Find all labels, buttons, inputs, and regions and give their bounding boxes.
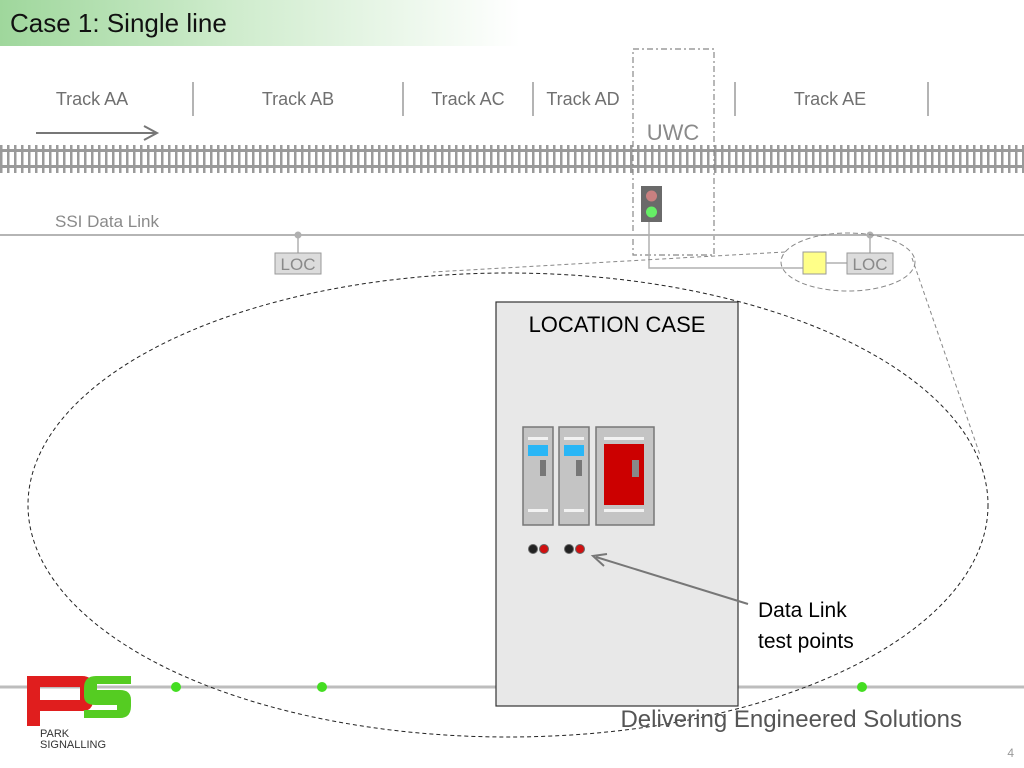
location-case-title: LOCATION CASE bbox=[529, 312, 706, 337]
test-points-label-line1: Data Link bbox=[758, 599, 847, 622]
track-label-ad: Track AD bbox=[546, 89, 619, 109]
direction-arrow-icon bbox=[36, 125, 160, 141]
test-points-label-line2: test points bbox=[758, 630, 854, 653]
module-3 bbox=[595, 426, 655, 526]
callout-arrow-icon bbox=[590, 553, 749, 605]
green-dot bbox=[171, 682, 181, 692]
title-bar bbox=[0, 0, 520, 46]
logo-line1: PARK bbox=[40, 728, 70, 740]
loc-left-label: LOC bbox=[281, 255, 316, 274]
module-2 bbox=[558, 426, 590, 526]
green-dot bbox=[317, 682, 327, 692]
signal-icon bbox=[641, 186, 662, 222]
railway-track bbox=[0, 145, 1024, 173]
track-label-ab: Track AB bbox=[262, 89, 334, 109]
uwc-label: UWC bbox=[647, 120, 700, 145]
module-1 bbox=[522, 426, 554, 526]
logo-line2: SIGNALLING bbox=[40, 739, 106, 751]
track-label-ac: Track AC bbox=[431, 89, 504, 109]
footer-tagline: Delivering Engineered Solutions bbox=[620, 706, 962, 733]
test-points-icon bbox=[528, 544, 585, 554]
ssi-data-link-label: SSI Data Link bbox=[55, 212, 159, 231]
loc-left-box bbox=[274, 252, 322, 275]
zoom-guide-right bbox=[911, 257, 981, 456]
zoom-source-ellipse bbox=[780, 232, 916, 292]
track-separators bbox=[192, 82, 929, 116]
page-number: 4 bbox=[1007, 746, 1014, 760]
signal-cable bbox=[648, 222, 803, 269]
loc-right-label: LOC bbox=[853, 255, 888, 274]
green-dot bbox=[857, 682, 867, 692]
zoom-detail-ellipse bbox=[27, 272, 989, 738]
equipment-yellow-box bbox=[802, 251, 827, 275]
zoom-guide-left bbox=[432, 251, 786, 273]
track-label-aa: Track AA bbox=[56, 89, 128, 109]
uwc-boundary bbox=[632, 48, 715, 256]
track-label-ae: Track AE bbox=[794, 89, 866, 109]
loc-right-box bbox=[846, 252, 894, 275]
park-signalling-logo: PARK SIGNALLING bbox=[27, 676, 131, 751]
slide-title: Case 1: Single line bbox=[10, 8, 227, 38]
loc-left-node bbox=[294, 231, 302, 239]
